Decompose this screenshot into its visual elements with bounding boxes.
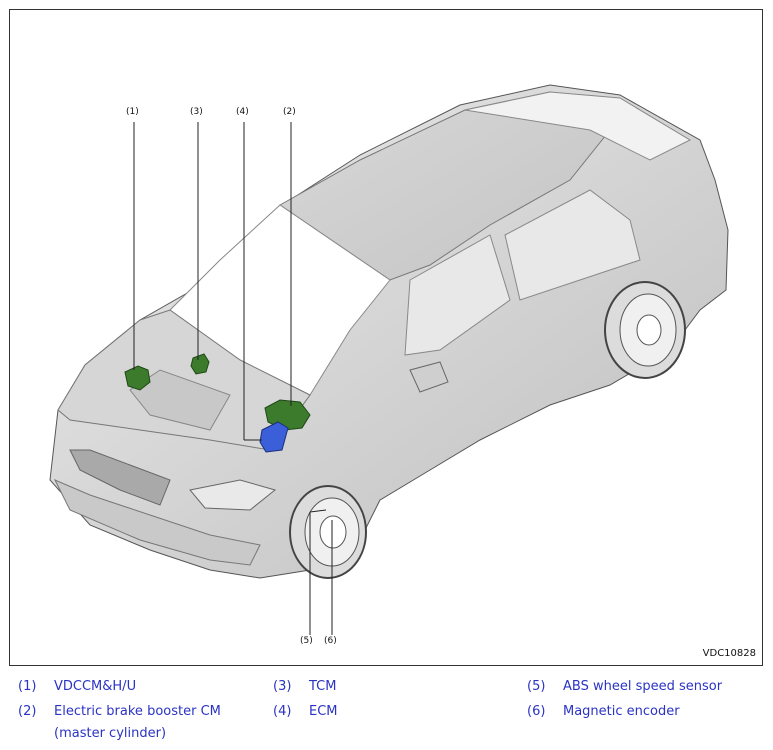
car-illustration	[49, 84, 729, 635]
legend-text: ABS wheel speed sensor	[563, 679, 723, 694]
callout-2: (2)	[283, 107, 296, 117]
side-window-front	[404, 234, 511, 356]
legend-text: VDCCM&H/U	[54, 679, 137, 694]
callout-3: (3)	[190, 107, 203, 117]
side-mirror	[409, 361, 449, 393]
legend-text: TCM	[309, 679, 337, 694]
legend-num: (6)	[527, 704, 546, 719]
rear-wheel	[604, 281, 686, 379]
callout-4: (4)	[236, 107, 249, 117]
rear-window	[464, 91, 692, 161]
legend-text: (master cylinder)	[54, 726, 167, 741]
figure-id: VDC10828	[702, 648, 756, 659]
front-wheel	[289, 485, 367, 579]
callout-5: (5)	[300, 636, 313, 646]
legend: (1) VDCCM&H/U (2) Electric brake booster…	[0, 676, 773, 750]
legend-text: Electric brake booster CM	[54, 704, 221, 719]
callout-6: (6)	[324, 636, 337, 646]
callout-1: (1)	[126, 107, 139, 117]
hood-scoop	[129, 369, 231, 431]
side-window-rear	[504, 189, 641, 301]
legend-num: (1)	[18, 679, 37, 694]
vdccm-hu-component	[124, 365, 151, 391]
figure-frame: (1) (3) (4) (2) (5) (6) VDC10828	[9, 9, 763, 666]
legend-text: Magnetic encoder	[563, 704, 680, 719]
leader-lines	[133, 122, 333, 635]
ecm-component	[259, 421, 289, 453]
tcm-component	[190, 353, 210, 375]
headlight	[189, 479, 277, 511]
front-grille	[69, 449, 171, 506]
legend-num: (2)	[18, 704, 37, 719]
legend-num: (5)	[527, 679, 546, 694]
legend-text: ECM	[309, 704, 338, 719]
legend-num: (3)	[273, 679, 292, 694]
legend-num: (4)	[273, 704, 292, 719]
front-bumper	[53, 479, 261, 566]
